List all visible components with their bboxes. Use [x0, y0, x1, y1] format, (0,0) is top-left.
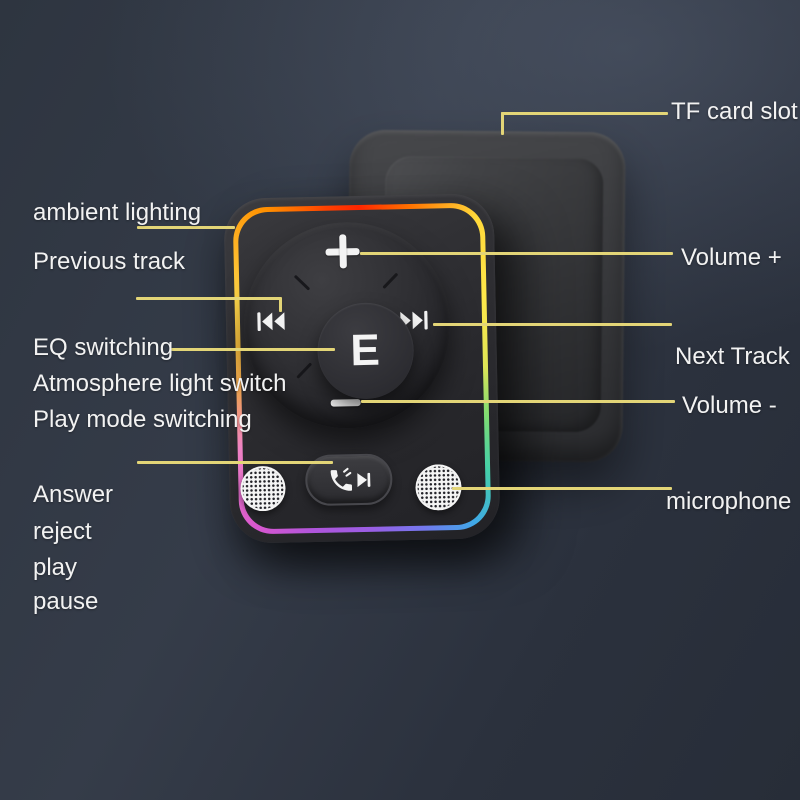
prev-track-icon: [257, 312, 285, 331]
volume-down-button: [330, 399, 361, 407]
e-multifunction-button: E: [316, 301, 415, 400]
leader-line-volume-down: [361, 400, 675, 403]
label-play: play: [33, 554, 78, 581]
label-eq-switching: EQ switching: [33, 334, 174, 361]
label-answer: Answer: [33, 481, 114, 508]
play-pause-icon: [357, 472, 371, 487]
label-volume-down: Volume -: [682, 392, 777, 419]
tick-mark-sw: [296, 362, 312, 379]
leader-line-microphone: [452, 487, 672, 490]
e-button-label: E: [349, 325, 382, 376]
leader-line-answer-group: [137, 461, 333, 464]
leader-line-previous-track-vertical: [279, 297, 282, 312]
tick-mark-nw: [294, 274, 311, 291]
volume-up-button: [325, 234, 360, 269]
phone-handset-icon: [330, 467, 353, 491]
label-tf-card-slot: TF card slot: [671, 98, 798, 125]
label-next-track: Next Track: [675, 343, 790, 370]
call-play-button: [304, 453, 393, 507]
previous-track-button: [257, 311, 285, 333]
label-ambient-lighting: ambient lighting: [33, 199, 202, 226]
leader-line-previous-track: [136, 297, 281, 300]
label-reject: reject: [33, 518, 92, 545]
plus-icon: [338, 234, 347, 269]
leader-line-volume-up: [360, 252, 673, 255]
control-pad: E: [241, 220, 453, 431]
label-play-mode-switching: Play mode switching: [33, 406, 252, 433]
label-previous-track: Previous track: [33, 248, 186, 275]
label-atmosphere-light-switch: Atmosphere light switch: [33, 370, 287, 397]
device-front-panel: E: [223, 193, 501, 544]
label-volume-up: Volume +: [681, 244, 782, 271]
label-microphone: microphone: [666, 488, 792, 515]
label-pause: pause: [33, 588, 99, 615]
leader-line-tf-card: [501, 112, 668, 115]
leader-line-tf-card-vertical: [501, 112, 504, 135]
leader-line-next-track: [433, 323, 672, 326]
leader-line-eq-switching: [171, 348, 335, 351]
tick-mark-ne: [382, 272, 398, 289]
leader-line-ambient-lighting: [137, 226, 235, 229]
